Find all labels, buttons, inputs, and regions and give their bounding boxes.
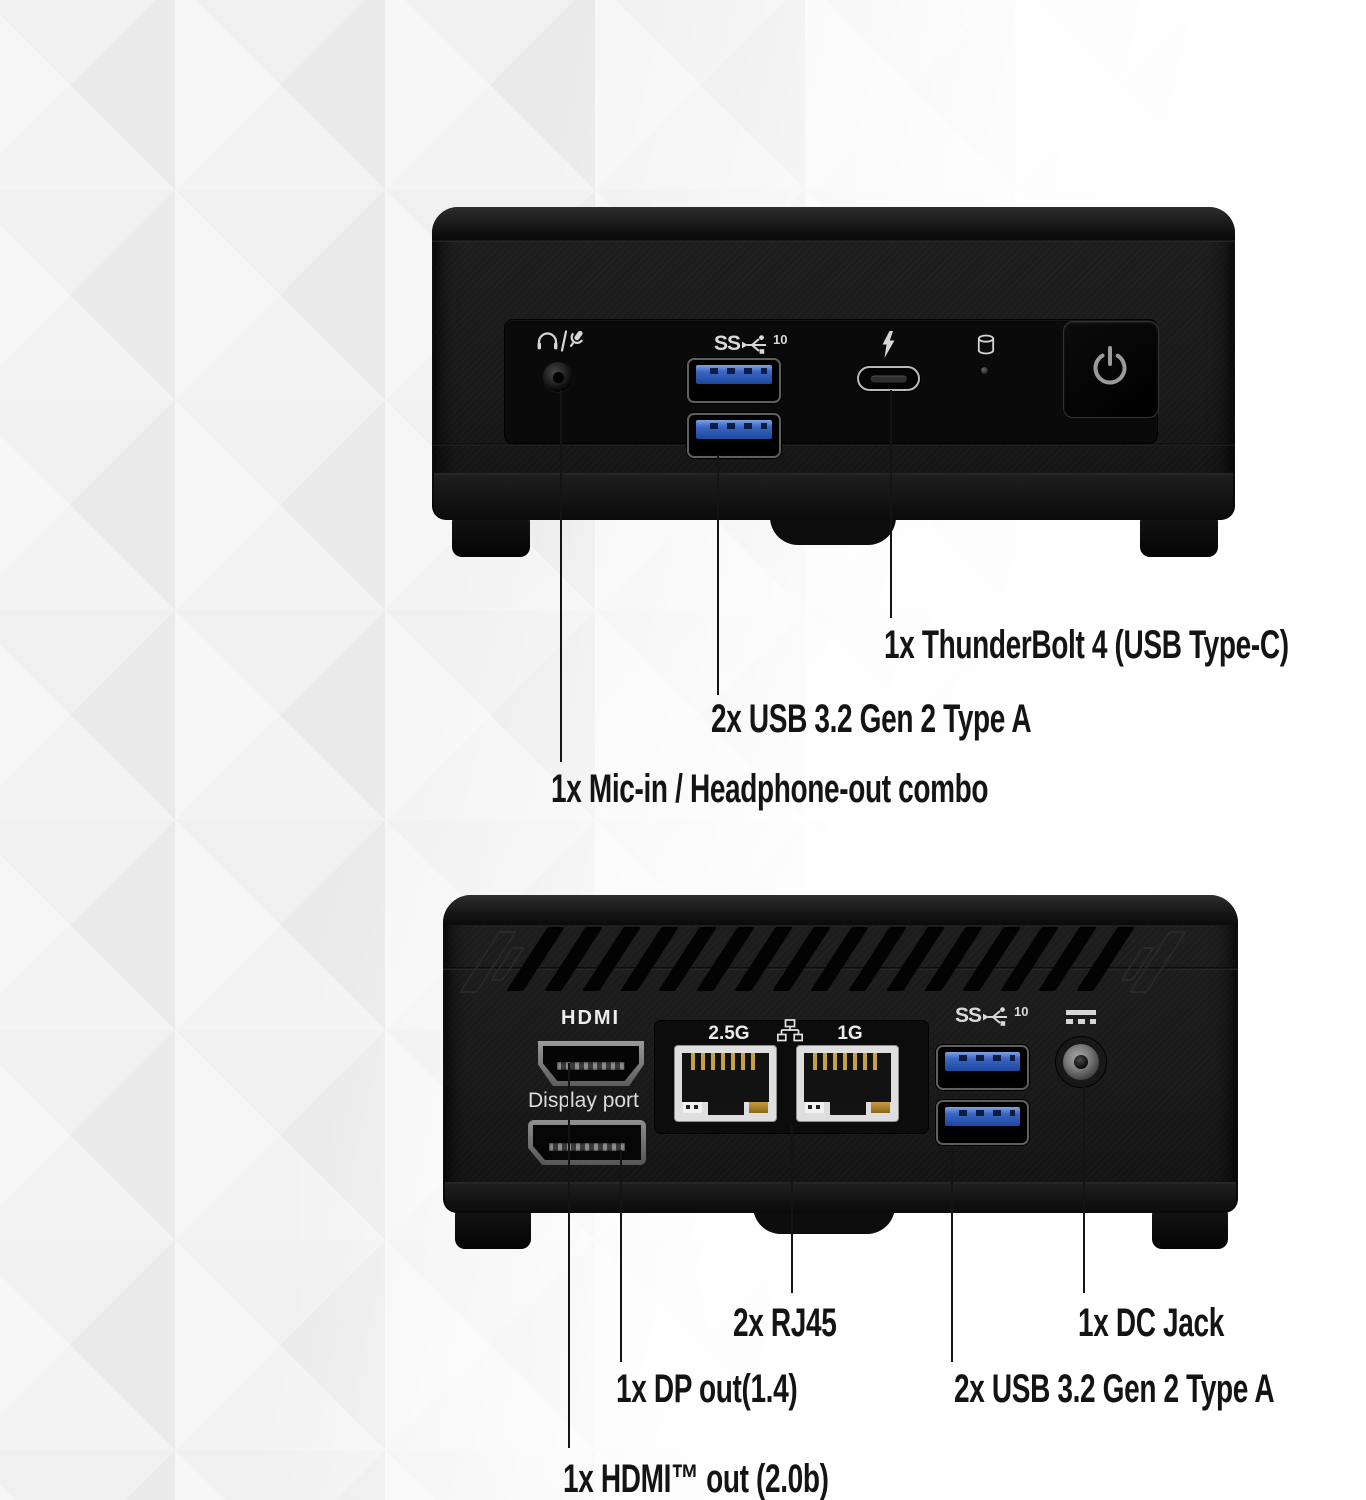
hdd-led: [981, 367, 988, 374]
label-thunderbolt: 1x ThunderBolt 4 (USB Type-C): [884, 623, 1289, 667]
rj45-opening: [682, 1053, 769, 1102]
usb-tongue: [945, 1052, 1020, 1072]
rj45-indicator-left: [683, 1102, 702, 1113]
usb-a-port-front-1: [687, 358, 781, 403]
callout-line-dp: [620, 1150, 622, 1362]
usb-10gbps-icon-rear: SS 10: [955, 1005, 1028, 1027]
headphone-mic-icon: [535, 328, 585, 359]
callout-line-audio: [560, 390, 562, 762]
dc-jack-pin: [1074, 1055, 1088, 1069]
usb-a-port-rear-1: [936, 1045, 1029, 1090]
rj45-port-1g: [796, 1045, 899, 1122]
callout-line-rj45: [791, 1125, 793, 1293]
rj45-indicator-right: [871, 1102, 890, 1113]
rj45-port-2-5g: [674, 1045, 777, 1122]
usb-tongue: [696, 365, 772, 385]
rj45-indicator-right: [749, 1102, 768, 1113]
usb-speed-sup: 10: [1014, 1004, 1029, 1019]
usb-tongue: [696, 420, 772, 440]
audio-combo-jack: [543, 362, 573, 392]
thunderbolt-icon: [881, 331, 896, 363]
label-audio-combo: 1x Mic-in / Headphone-out combo: [551, 767, 989, 811]
usb-tongue: [945, 1107, 1020, 1127]
displayport-port: [528, 1120, 646, 1165]
rear-lid-edge: [443, 895, 1238, 925]
label-dp-out: 1x DP out(1.4): [616, 1367, 798, 1411]
callout-line-front-usb: [717, 455, 719, 695]
label-rj45: 2x RJ45: [733, 1301, 837, 1345]
usb-a-port-rear-2: [936, 1100, 1029, 1145]
dc-power-icon: [1066, 1010, 1096, 1024]
vent-grille: [506, 927, 1135, 991]
label-rear-usb: 2x USB 3.2 Gen 2 Type A: [954, 1367, 1275, 1411]
usb-10gbps-icon: SS 10: [714, 333, 787, 355]
displayport-opening: [533, 1125, 641, 1160]
label-dc-jack: 1x DC Jack: [1078, 1301, 1224, 1345]
usb-speed-text: SS: [714, 332, 741, 355]
mini-pc-rear-view: HDMI Display port 2.5G 1G: [443, 895, 1238, 1213]
label-front-usb: 2x USB 3.2 Gen 2 Type A: [711, 697, 1032, 741]
hdmi-pins: [557, 1061, 625, 1070]
displayport-pins: [549, 1143, 625, 1152]
hdmi-port-label: HDMI: [561, 1007, 621, 1029]
rj45-opening: [804, 1053, 891, 1102]
callout-line-thunderbolt: [890, 390, 892, 618]
usb-speed-text: SS: [955, 1004, 982, 1027]
callout-line-dc: [1083, 1085, 1085, 1293]
callout-line-rear-usb: [951, 1145, 953, 1362]
hdd-activity-icon: [977, 334, 995, 360]
front-panel-groove: [432, 443, 1235, 446]
rj45-indicator-left: [805, 1102, 824, 1113]
rj45-clip-slot: [829, 1102, 866, 1115]
rear-bottom-lip: [445, 1182, 1236, 1213]
front-io-panel: [505, 320, 1157, 443]
power-button-icon: [1088, 344, 1132, 393]
front-bottom-lip: [434, 473, 1233, 520]
lan-speed-1g: 1G: [837, 1023, 863, 1044]
callout-line-hdmi: [568, 1063, 570, 1448]
front-lid-seam: [432, 239, 1235, 242]
usb-speed-sup: 10: [773, 332, 788, 347]
dc-jack-port: [1056, 1037, 1106, 1087]
usb-c-thunderbolt-port: [857, 366, 920, 391]
network-icon: [776, 1019, 804, 1048]
front-lid-edge: [432, 207, 1235, 239]
lan-speed-2-5g: 2.5G: [708, 1023, 750, 1044]
mini-pc-front-view: SS 10: [432, 207, 1235, 520]
rj45-clip-slot: [707, 1102, 744, 1115]
label-hdmi-out: 1x HDMI™ out (2.0b): [563, 1457, 829, 1500]
power-button-panel: [1063, 321, 1159, 418]
usb-a-port-front-2: [687, 413, 781, 458]
hdmi-port: [538, 1041, 644, 1086]
displayport-label: Display port: [528, 1089, 639, 1112]
